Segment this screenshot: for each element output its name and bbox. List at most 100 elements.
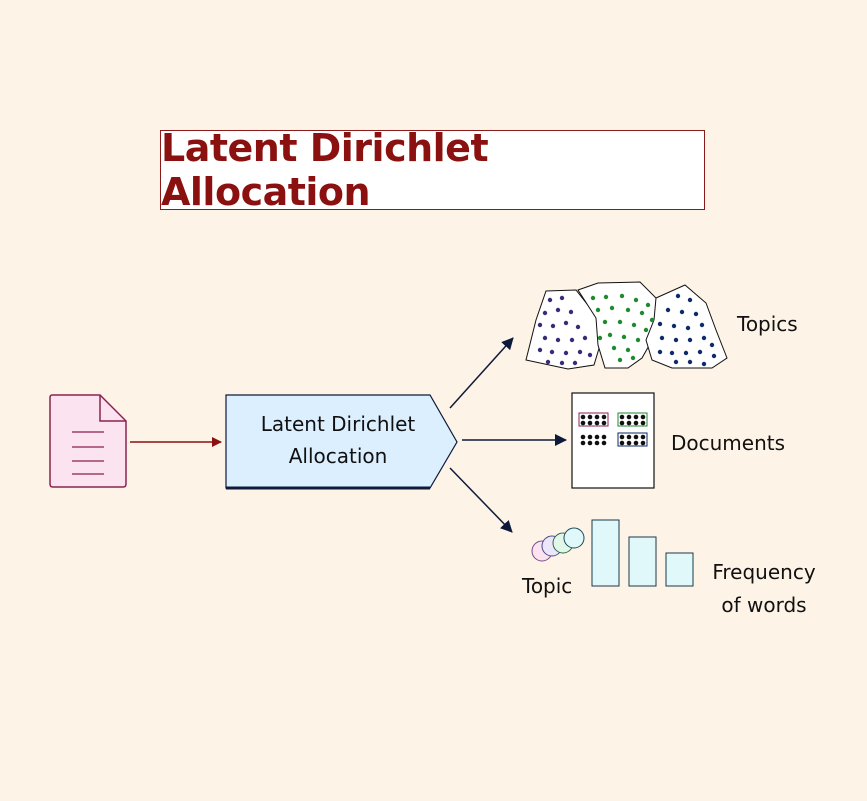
dot: [640, 440, 646, 446]
dot: [697, 349, 703, 355]
dot: [640, 414, 646, 420]
dot: [587, 414, 593, 420]
dot: [577, 349, 583, 355]
process-label-line1: Latent Dirichlet: [260, 412, 416, 436]
dot: [626, 420, 632, 426]
dot: [665, 307, 671, 313]
frequency-bar-1: [591, 519, 620, 587]
dot: [619, 420, 625, 426]
dot: [711, 353, 717, 359]
dot: [555, 337, 561, 343]
arrow-to-topic-frequency: [449, 467, 513, 533]
process-label: Latent Dirichlet Allocation: [228, 408, 448, 472]
dot: [542, 335, 548, 341]
dot: [687, 337, 693, 343]
dot: [580, 440, 586, 446]
dot: [709, 342, 715, 348]
dot: [542, 310, 548, 316]
dot: [657, 349, 663, 355]
dot: [633, 434, 639, 440]
dot: [633, 440, 639, 446]
dot: [626, 414, 632, 420]
dot: [594, 414, 600, 420]
dot: [549, 349, 555, 355]
dot: [617, 319, 623, 325]
dot: [563, 350, 569, 356]
dot: [626, 434, 632, 440]
dot: [537, 347, 543, 353]
dot: [640, 434, 646, 440]
dot: [537, 322, 543, 328]
dot: [550, 323, 556, 329]
dot: [587, 420, 593, 426]
dot: [631, 322, 637, 328]
dot: [679, 309, 685, 315]
topics-label: Topics: [737, 312, 798, 336]
dot: [687, 297, 693, 303]
frequency-label-line2: of words: [721, 593, 807, 617]
dot: [649, 317, 655, 323]
dot: [587, 440, 593, 446]
dot: [601, 414, 607, 420]
dot: [601, 440, 607, 446]
dot: [594, 434, 600, 440]
dot: [683, 350, 689, 356]
document-icon: [49, 394, 127, 488]
dot: [621, 334, 627, 340]
dot: [701, 335, 707, 341]
dot: [617, 357, 623, 363]
dot: [563, 320, 569, 326]
dot: [603, 294, 609, 300]
process-box: [225, 394, 458, 490]
dot: [687, 359, 693, 365]
dot: [645, 302, 651, 308]
dot: [657, 321, 663, 327]
frequency-bar-3: [665, 552, 694, 587]
dot: [699, 322, 705, 328]
dot: [569, 337, 575, 343]
dot: [659, 335, 665, 341]
dot: [669, 350, 675, 356]
dot: [587, 352, 593, 358]
dot: [568, 309, 574, 315]
dot: [635, 337, 641, 343]
dot: [580, 420, 586, 426]
dot: [559, 295, 565, 301]
dot: [545, 359, 551, 365]
dot: [590, 295, 596, 301]
dot: [587, 434, 593, 440]
dot: [619, 440, 625, 446]
dot: [547, 297, 553, 303]
dot: [633, 420, 639, 426]
dot: [630, 355, 636, 361]
dot: [582, 335, 588, 341]
dot: [619, 414, 625, 420]
dot: [594, 420, 600, 426]
dot: [595, 307, 601, 313]
title-box: Latent Dirichlet Allocation: [160, 126, 705, 214]
dot: [640, 420, 646, 426]
frequency-label: Frequency of words: [710, 556, 818, 622]
dot: [597, 335, 603, 341]
dot: [673, 359, 679, 365]
dot: [643, 327, 649, 333]
dot: [555, 307, 561, 313]
dot: [611, 345, 617, 351]
process-label-line2: Allocation: [288, 444, 388, 468]
dot: [601, 434, 607, 440]
dot: [580, 414, 586, 420]
dot: [693, 311, 699, 317]
dot: [671, 323, 677, 329]
dot: [626, 440, 632, 446]
dot: [619, 293, 625, 299]
documents-label: Documents: [671, 431, 786, 455]
arrow-to-topics: [449, 337, 514, 409]
dot: [685, 325, 691, 331]
dot: [675, 293, 681, 299]
dot: [580, 434, 586, 440]
page-title: Latent Dirichlet Allocation: [161, 126, 489, 214]
frequency-bar-2: [628, 536, 657, 587]
dot: [572, 360, 578, 366]
dot: [575, 324, 581, 330]
